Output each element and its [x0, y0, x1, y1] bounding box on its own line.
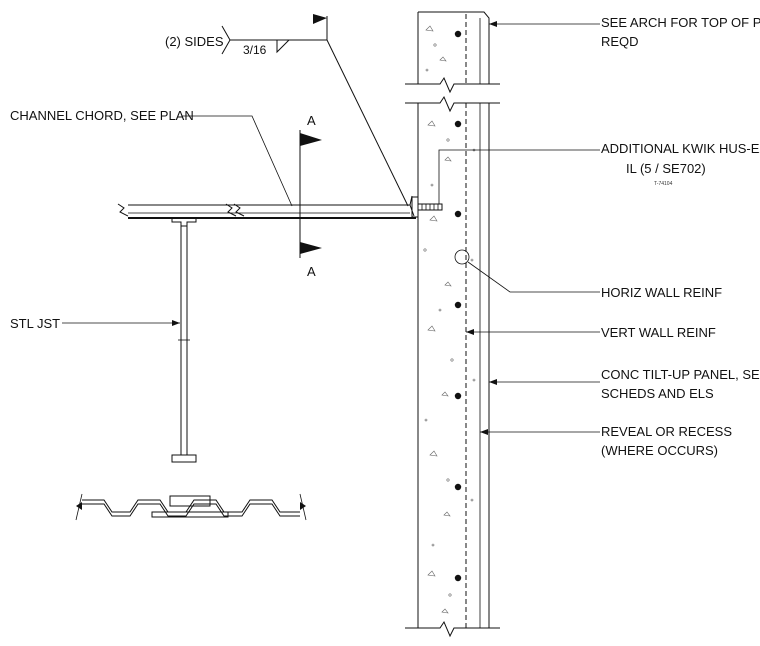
channel-chord-leader	[182, 115, 293, 207]
horiz-reinf-label: HORIZ WALL REINF	[601, 285, 722, 300]
tilt-up-wall-panel	[405, 11, 500, 638]
panel-label-1: CONC TILT-UP PANEL, SEE	[601, 367, 760, 382]
kwik-tag: T-74104	[654, 181, 673, 187]
arrow-icon	[489, 379, 497, 385]
section-label-top: A	[307, 113, 316, 128]
arrow-icon	[466, 329, 474, 335]
concrete-hatch	[423, 25, 476, 614]
kwik-label-1: ADDITIONAL KWIK HUS-EX P	[601, 141, 760, 156]
arrow-icon	[172, 320, 180, 326]
weld-symbol-icon	[221, 14, 409, 207]
vert-reinf-label: VERT WALL REINF	[601, 325, 716, 340]
weld-size-label: 3/16	[243, 43, 267, 57]
break-line-icon	[405, 76, 500, 638]
arrow-icon	[489, 21, 497, 27]
panel-label-2: SCHEDS AND ELS	[601, 386, 714, 401]
steel-joist	[171, 217, 197, 463]
channel-chord-label: CHANNEL CHORD, SEE PLAN	[10, 108, 194, 123]
reinforcing-bar-icon	[454, 30, 470, 582]
metal-deck-profile	[75, 493, 307, 521]
section-label-bottom: A	[307, 264, 316, 279]
section-cut-flag-icon	[299, 130, 322, 258]
reveal-label-1: REVEAL OR RECESS	[601, 424, 732, 439]
kwik-label-2: IL (5 / SE702)	[626, 161, 706, 176]
reveal-label-2: (WHERE OCCURS)	[601, 443, 718, 458]
stl-jst-label: STL JST	[10, 316, 60, 331]
weld-sides-label: (2) SIDES	[165, 34, 224, 49]
arrow-icon	[480, 429, 488, 435]
kwik-leader	[438, 149, 600, 204]
horiz-reinf-leader	[467, 261, 511, 293]
anchor-bolt-icon	[411, 196, 443, 218]
channel-chord	[117, 195, 416, 219]
arch-top-label-2: REQD	[601, 34, 639, 49]
arch-top-label-1: SEE ARCH FOR TOP OF PAN	[601, 15, 760, 30]
